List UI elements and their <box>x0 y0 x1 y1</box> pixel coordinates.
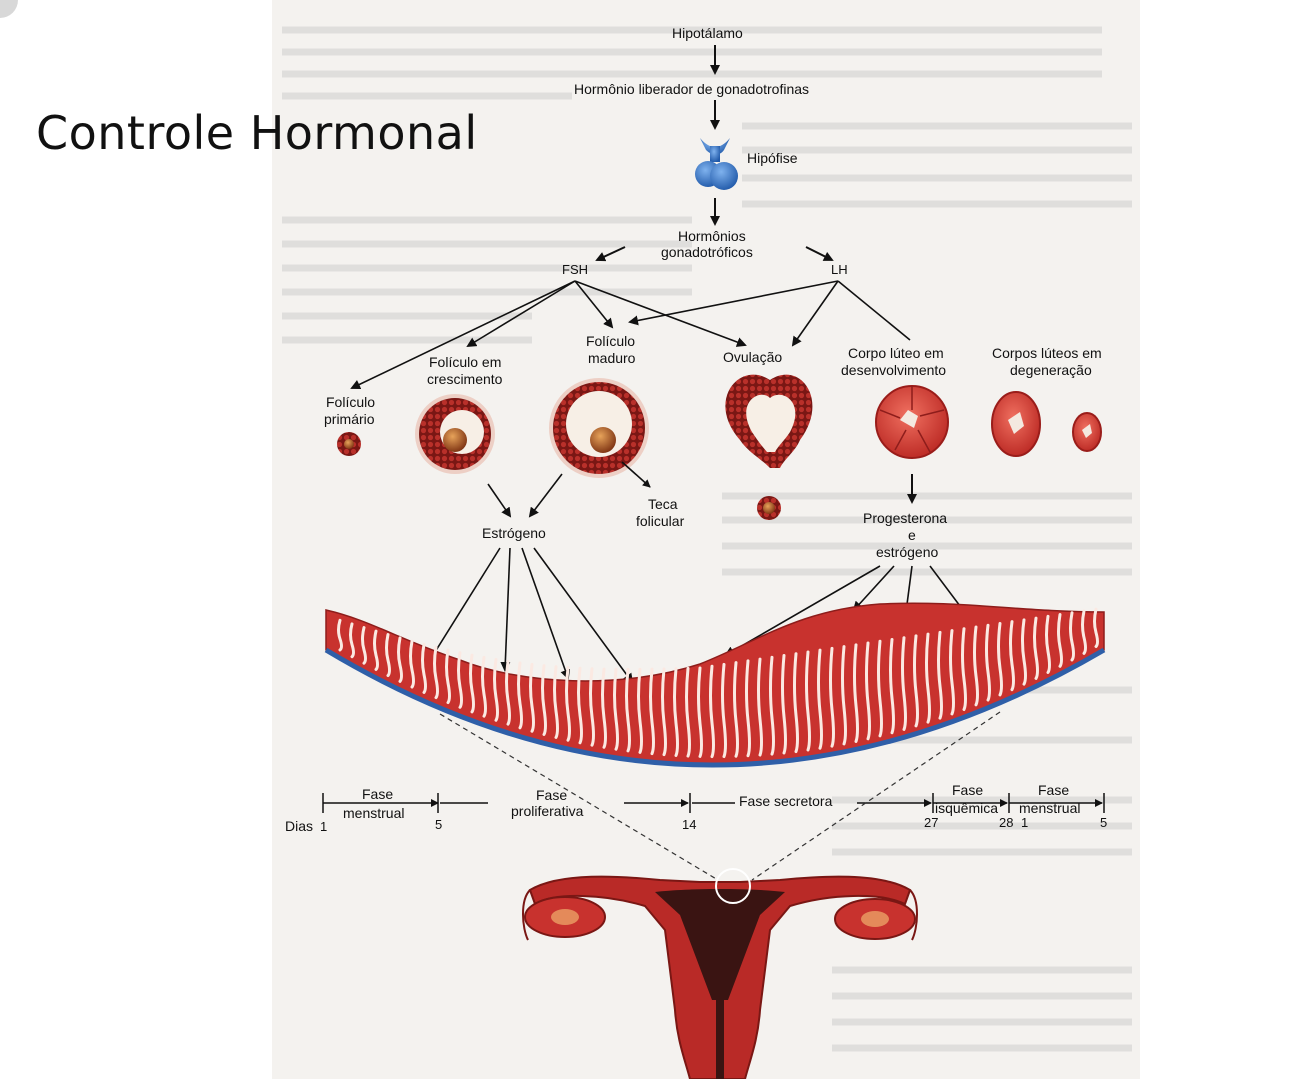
timeline-phase-menstrual2-2: menstrual <box>1019 800 1081 816</box>
label-primary-follicle-2: primário <box>324 411 375 427</box>
timeline-phase-ischemic-2: isquêmica <box>935 800 999 816</box>
slide-title: Controle Hormonal <box>36 106 478 160</box>
fsh-branch-arrows <box>350 280 747 390</box>
label-corpus-luteum-1: Corpo lúteo em <box>848 345 944 361</box>
label-lh: LH <box>831 262 848 277</box>
label-corpora-lutea-2: degeneração <box>1010 362 1092 378</box>
label-gonadotropic-1: Hormônios <box>678 228 746 244</box>
label-estrogen: Estrógeno <box>482 525 546 541</box>
timeline-day-1: 1 <box>320 819 328 834</box>
endometrium-illustration <box>324 602 1106 768</box>
timeline-day-5b: 5 <box>1100 815 1108 830</box>
lh-branch-arrows <box>628 280 911 347</box>
timeline-phase-ischemic-1: Fase <box>952 782 984 798</box>
timeline-phase-proliferative-2: proliferativa <box>511 803 584 819</box>
primary-follicle-icon <box>337 432 361 456</box>
label-pituitary: Hipófise <box>747 150 798 166</box>
timeline-day-27: 27 <box>924 815 939 830</box>
cycle-timeline <box>322 793 1105 813</box>
timeline-phase-secretory: Fase secretora <box>739 793 833 809</box>
label-growing-follicle-1: Folículo em <box>429 354 502 370</box>
label-progesterone-3: estrógeno <box>876 544 939 560</box>
label-mature-follicle-1: Folículo <box>586 333 636 349</box>
cascade-arrows <box>595 45 834 262</box>
uterus-illustration <box>522 868 918 1079</box>
timeline-phase-menstrual2-1: Fase <box>1038 782 1070 798</box>
timeline-phase-menstrual-1: Fase <box>362 786 394 802</box>
timeline-day-14: 14 <box>682 817 697 832</box>
label-theca-2: folicular <box>636 513 685 529</box>
label-corpora-lutea-1: Corpos lúteos em <box>992 345 1102 361</box>
label-hypothalamus: Hipotálamo <box>672 25 743 41</box>
timeline-label-days: Dias <box>285 818 314 834</box>
timeline-day-5: 5 <box>435 817 443 832</box>
label-progesterone-2: e <box>908 527 916 543</box>
estrogen-to-endometrium-arrows <box>428 547 634 684</box>
label-fsh: FSH <box>562 262 588 277</box>
follicle-to-estrogen-arrows <box>487 461 651 518</box>
timeline-day-1b: 1 <box>1021 815 1029 830</box>
developing-corpus-luteum-icon <box>875 385 949 459</box>
timeline-phase-menstrual-2: menstrual <box>343 805 405 821</box>
label-theca-1: Teca <box>648 496 678 512</box>
mature-follicle-icon <box>549 378 649 478</box>
label-mature-follicle-2: maduro <box>588 350 636 366</box>
ovulation-follicle-icon <box>725 374 813 520</box>
label-ovulation: Ovulação <box>723 349 783 365</box>
label-gnrh: Hormônio liberador de gonadotrofinas <box>574 81 810 97</box>
zoom-dashed-lines <box>439 711 1001 881</box>
label-corpus-luteum-2: desenvolvimento <box>841 362 947 378</box>
label-primary-follicle-1: Folículo <box>326 394 376 410</box>
timeline-day-28: 28 <box>999 815 1014 830</box>
label-gonadotropic-2: gonadotróficos <box>661 244 753 260</box>
timeline-phase-proliferative-1: Fase <box>536 787 568 803</box>
label-progesterone-1: Progesterona <box>863 510 948 526</box>
degenerating-corpus-luteum-small-icon <box>1072 412 1102 452</box>
degenerating-corpus-luteum-icon <box>991 391 1041 457</box>
label-growing-follicle-2: crescimento <box>427 371 503 387</box>
growing-follicle-icon <box>415 394 495 474</box>
pituitary-gland-icon <box>695 138 738 190</box>
